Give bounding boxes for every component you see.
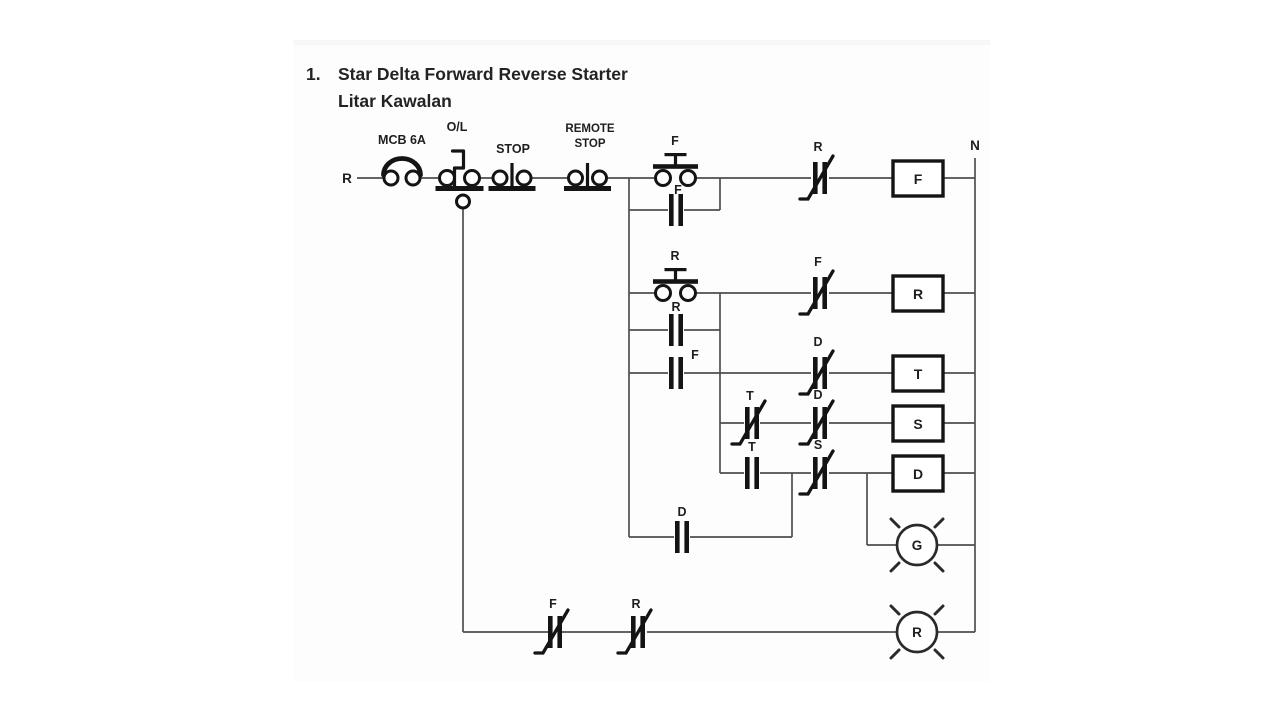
overload-label: O/L — [447, 120, 468, 134]
forward-aux-label: F — [691, 348, 699, 362]
remote-stop-label-1: REMOTE — [565, 123, 615, 135]
mcb-label: MCB 6A — [378, 133, 426, 147]
forward-start-label: F — [671, 134, 679, 148]
timer-coil-label: T — [914, 366, 923, 382]
trip-lamp-label: R — [912, 625, 922, 640]
star-coil-label: S — [913, 416, 922, 432]
delta-holding-label: D — [677, 505, 686, 519]
slide-panel — [293, 40, 990, 682]
forward-coil-label: F — [914, 171, 923, 187]
phase-rail-label: R — [342, 171, 352, 186]
reverse-start-label: R — [670, 249, 679, 263]
reverse-coil-label: R — [913, 286, 923, 302]
forward-nc-lamp-label: F — [549, 597, 557, 611]
reverse-nc-lamp-label: R — [631, 597, 640, 611]
forward-interlock-label: F — [814, 255, 822, 269]
panel-top-edge — [293, 40, 990, 45]
stop-label: STOP — [496, 142, 530, 156]
delta-interlock-timer-label: D — [813, 335, 822, 349]
neutral-rail-label: N — [970, 138, 980, 153]
remote-stop-label-2: STOP — [574, 138, 605, 150]
delta-interlock-star-label: D — [813, 388, 822, 402]
reverse-interlock-label: R — [813, 140, 822, 154]
title-line1: Star Delta Forward Reverse Starter — [338, 64, 628, 84]
forward-holding-label: F — [674, 183, 682, 197]
timer-nc-label: T — [746, 389, 754, 403]
run-lamp-label: G — [912, 538, 923, 553]
title-block: 1. Star Delta Forward Reverse Starter Li… — [306, 64, 628, 111]
title-number: 1. — [306, 64, 321, 84]
wiring — [357, 158, 976, 633]
delta-coil-label: D — [913, 466, 923, 482]
star-interlock-label: S — [814, 438, 822, 452]
reverse-holding-label: R — [671, 300, 680, 314]
timer-no-label: T — [748, 440, 756, 454]
overload-aux-terminal — [455, 193, 471, 210]
title-line2: Litar Kawalan — [338, 91, 452, 111]
